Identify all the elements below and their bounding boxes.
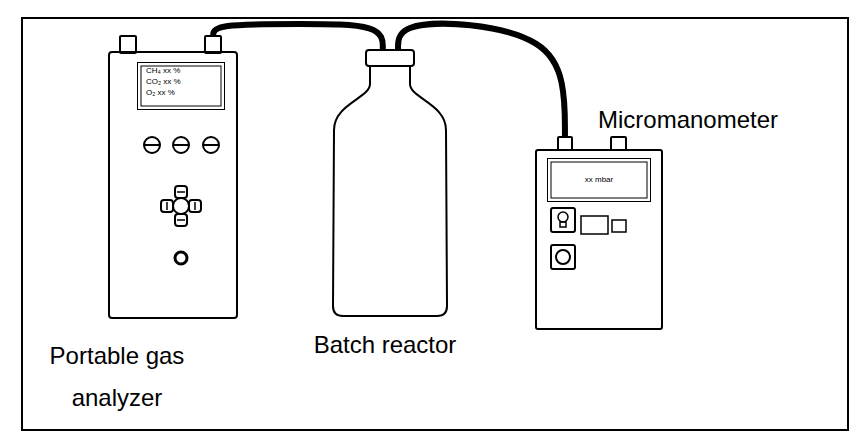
control-key: [581, 216, 608, 234]
manometer-details: [551, 162, 647, 269]
dpad-center: [173, 198, 189, 214]
dpad-up: [175, 186, 187, 198]
tube-layer: [213, 24, 565, 137]
housing-part: [205, 36, 221, 53]
micromanometer: Micromanometerxx mbar: [535, 137, 663, 330]
dpad-down: [175, 214, 187, 226]
display-reading: CH₄ xx %: [146, 65, 180, 76]
housing-part: [611, 137, 626, 150]
gas-tube: [213, 24, 382, 50]
housing-part: [366, 50, 414, 66]
button-icon: [556, 250, 570, 264]
display-reading: O₂ xx %: [146, 87, 175, 98]
device-label: Batch reactor: [280, 331, 490, 359]
control-button: [203, 137, 219, 153]
figure-frame: [22, 18, 848, 430]
dpad-right: [189, 200, 201, 212]
housing-part: [558, 137, 572, 150]
display-inner-frame: [141, 66, 221, 106]
button-mark: [173, 144, 189, 146]
button-icon: [558, 212, 568, 222]
control-button: [551, 208, 575, 232]
display-reading: CO₂ xx %: [146, 76, 181, 87]
analyzer-display: CH₄ xx %CO₂ xx %O₂ xx %: [137, 62, 225, 110]
analyzer-details: [141, 66, 221, 264]
gas-tube: [398, 24, 565, 137]
device-label: Micromanometer: [598, 106, 778, 134]
housing-part: [120, 36, 136, 53]
housing-part: [109, 52, 237, 318]
dpad-mark: [177, 219, 185, 221]
display-inner-frame: [551, 162, 647, 198]
control-button: [173, 137, 189, 153]
dpad-mark: [177, 191, 185, 193]
button-mark: [144, 144, 160, 146]
bottle-outline: [333, 66, 447, 316]
housing-part: [536, 150, 662, 329]
device-label: Portable gas analyzer: [37, 335, 197, 419]
control-key: [612, 220, 626, 232]
gas-analyzer: Portable gas analyzerCH₄ xx %CO₂ xx %O₂ …: [108, 36, 238, 319]
dpad-mark: [166, 202, 168, 210]
dpad-left: [161, 200, 173, 212]
dpad-mark: [194, 202, 196, 210]
manometer-display: xx mbar: [547, 158, 651, 202]
device-outline: [535, 137, 663, 330]
batch-reactor: Batch reactor: [330, 50, 450, 320]
control-button: [551, 245, 575, 269]
power-button: [175, 252, 187, 264]
device-outline: [330, 50, 450, 320]
button-mark: [203, 144, 219, 146]
display-reading: xx mbar: [585, 175, 613, 185]
button-icon: [560, 222, 566, 227]
control-button: [144, 137, 160, 153]
